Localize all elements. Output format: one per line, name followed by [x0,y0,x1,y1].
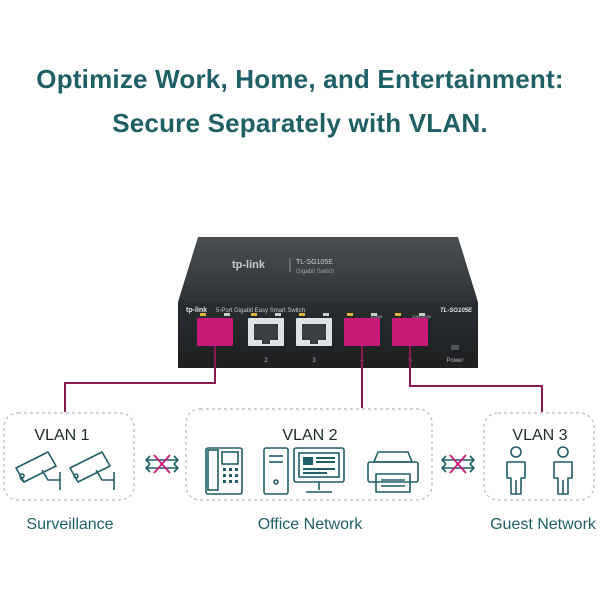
blocked-traffic-icon [440,454,476,474]
switch-top-brand: tp-link [232,259,266,271]
vlan2-group-box [185,408,433,501]
power-led [451,345,459,350]
switch-front-model: TL-SG105E [440,308,473,314]
vlan3-group-box [483,412,595,501]
guest-user-icon [553,446,573,495]
security-camera-icon [69,451,115,490]
vlan1-caption: Surveillance [26,516,113,533]
vlan2-title: VLAN 2 [282,427,337,444]
vlan3-caption: Guest Network [490,516,597,533]
vlan2-caption: Office Network [258,516,364,533]
port-number-2: 2 [264,358,268,364]
desktop-computer-icon [263,447,345,495]
led-label-1000m: 1000M [370,314,382,319]
switch-top-panel [178,237,478,302]
headline-line-2: Secure Separately with VLAN. [112,108,488,138]
link-port1-vlan1 [64,346,216,412]
port-number-3: 3 [312,358,316,364]
switch-port-2: 2 [248,313,284,364]
led-label-10-100m: 10M/100M [412,314,431,319]
vlan1-group-box [3,412,135,501]
vlan-connection-lines [64,346,543,412]
switch-top-model: TL-SG105E [296,259,333,266]
switch-port-3: 3 [296,313,332,364]
power-label: Power [446,358,463,364]
blocked-traffic-icon [144,454,180,474]
switch-description: 5-Port Gigabit Easy Smart Switch [216,308,305,314]
vlan1-title: VLAN 1 [34,427,89,444]
network-switch: tp-link TL-SG105E Gigabit Switch tp-link… [178,237,478,368]
switch-top-model-sub: Gigabit Switch [296,269,334,275]
link-port5-vlan3 [409,346,543,412]
vlan3-title: VLAN 3 [512,427,567,444]
headline-line-1: Optimize Work, Home, and Entertainment: [36,64,564,94]
security-camera-icon [15,451,61,490]
printer-icon [367,451,419,493]
switch-front-brand: tp-link [186,307,207,314]
guest-user-icon [506,446,526,495]
ip-phone-icon [205,447,243,495]
